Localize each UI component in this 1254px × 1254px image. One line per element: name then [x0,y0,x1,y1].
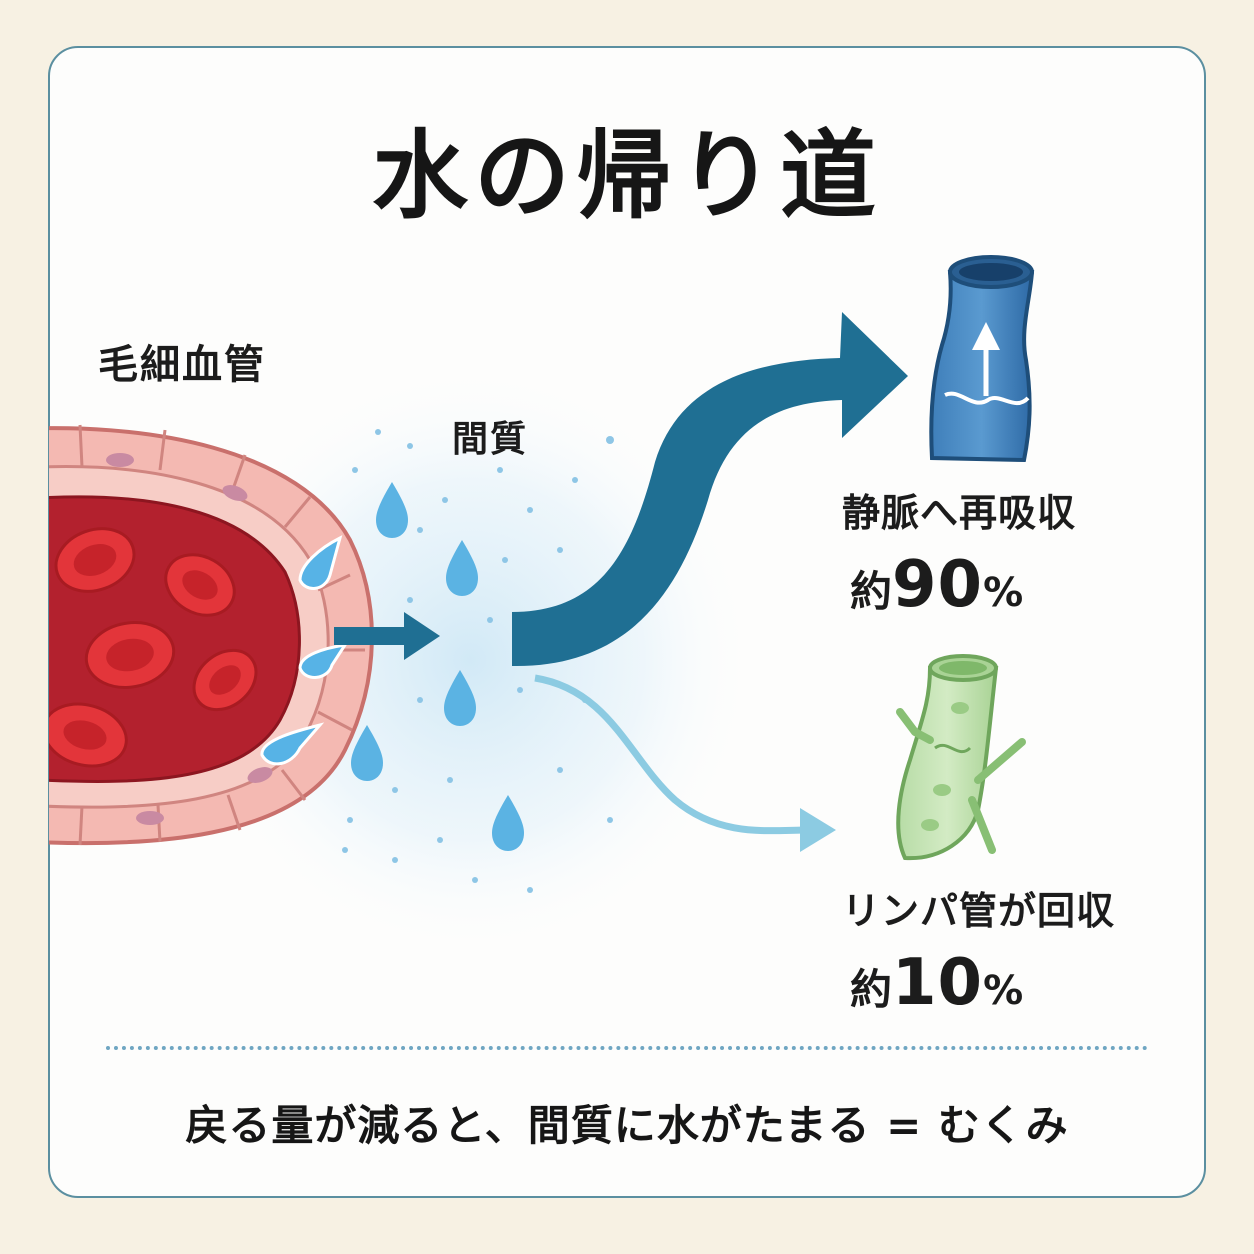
capillary-icon [49,424,374,846]
arrow-right-icon [334,612,440,660]
vein-pct-prefix: 約 [850,567,893,616]
lymph-percentage: 約10% [850,946,1023,1020]
lymph-pct-unit: % [983,968,1024,1014]
capillary-label: 毛細血管 [98,342,266,388]
footer-note: 戻る量が減ると、間質に水がたまる = むくみ [185,1101,1069,1150]
lymph-pct-prefix: 約 [850,965,893,1014]
vein-caption: 静脈へ再吸収 [842,491,1077,535]
lymph-vessel-icon [896,654,1026,861]
vein-percentage: 約90% [850,548,1023,622]
lymph-flow-arrow [534,674,809,835]
interstitium-label: 間質 [452,419,529,460]
footer-divider [106,1046,1148,1050]
red-blood-cell-icon [49,527,258,768]
water-drop-icon [260,535,349,766]
lymph-pct-value: 10 [892,946,984,1020]
vein-pct-unit: % [983,570,1024,616]
interstitial-drops [351,482,524,851]
vein-flow-arrow [512,312,908,667]
lymph-caption: リンパ管が回収 [842,889,1116,933]
page-title: 水の帰り道 [372,120,882,232]
vein-icon [929,255,1035,463]
vein-pct-value: 90 [892,548,984,622]
